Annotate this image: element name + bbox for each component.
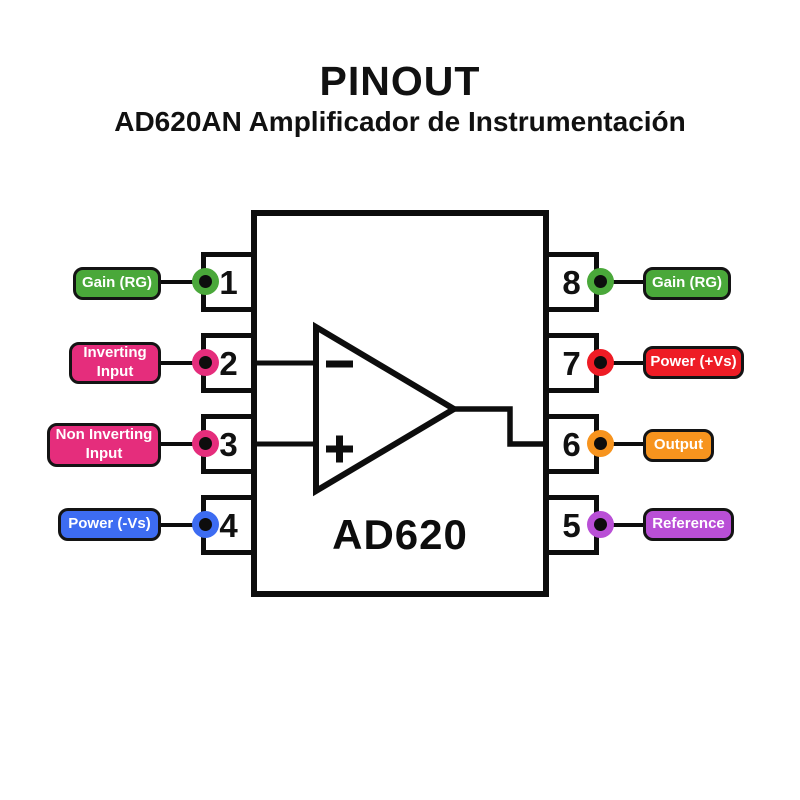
- pin-4-lead-wire: [150, 523, 206, 527]
- pin-6-lead-wire: [600, 442, 650, 446]
- terminal-center-dot: [199, 275, 212, 288]
- pin-1-label-badge: Gain (RG): [73, 267, 161, 300]
- page-subtitle: AD620AN Amplificador de Instrumentación: [114, 106, 686, 137]
- pin-7-label-badge: Power (+Vs): [643, 346, 744, 379]
- pin-2-lead-wire: [150, 361, 206, 365]
- terminal-center-dot: [594, 437, 607, 450]
- pin-2-label-badge: Inverting Input: [69, 342, 161, 384]
- pin-3-terminal-dot: [192, 430, 219, 457]
- pin-4-number: 4: [219, 506, 238, 544]
- pin-5-terminal-dot: [587, 511, 614, 538]
- page-title: PINOUT: [319, 58, 481, 104]
- pin-7-terminal-dot: [587, 349, 614, 376]
- pin-4-terminal-dot: [192, 511, 219, 538]
- terminal-center-dot: [594, 275, 607, 288]
- pin-7-lead-wire: [600, 361, 650, 365]
- pin-1-number: 1: [219, 263, 238, 301]
- pin-3-number: 3: [219, 425, 238, 463]
- terminal-center-dot: [594, 356, 607, 369]
- pin-1-terminal-dot: [192, 268, 219, 295]
- pin-5-number: 5: [562, 506, 581, 544]
- pin-8-terminal-dot: [587, 268, 614, 295]
- chip-name: AD620: [332, 511, 468, 558]
- pin-2-terminal-dot: [192, 349, 219, 376]
- pin-3-lead-wire: [150, 442, 206, 446]
- pin-8-label-badge: Gain (RG): [643, 267, 731, 300]
- pin-2-number: 2: [219, 344, 238, 382]
- terminal-center-dot: [199, 518, 212, 531]
- pin-6-number: 6: [562, 425, 581, 463]
- terminal-center-dot: [199, 437, 212, 450]
- pin-6-terminal-dot: [587, 430, 614, 457]
- pin-5-label-badge: Reference: [643, 508, 734, 541]
- pin-1-lead-wire: [150, 280, 206, 284]
- pin-4-label-badge: Power (-Vs): [58, 508, 161, 541]
- pin-8-number: 8: [562, 263, 581, 301]
- terminal-center-dot: [594, 518, 607, 531]
- pin-7-number: 7: [562, 344, 581, 382]
- terminal-center-dot: [199, 356, 212, 369]
- pin-6-label-badge: Output: [643, 429, 714, 462]
- pin-8-lead-wire: [600, 280, 650, 284]
- pin-5-lead-wire: [600, 523, 650, 527]
- pin-3-label-badge: Non Inverting Input: [47, 423, 161, 467]
